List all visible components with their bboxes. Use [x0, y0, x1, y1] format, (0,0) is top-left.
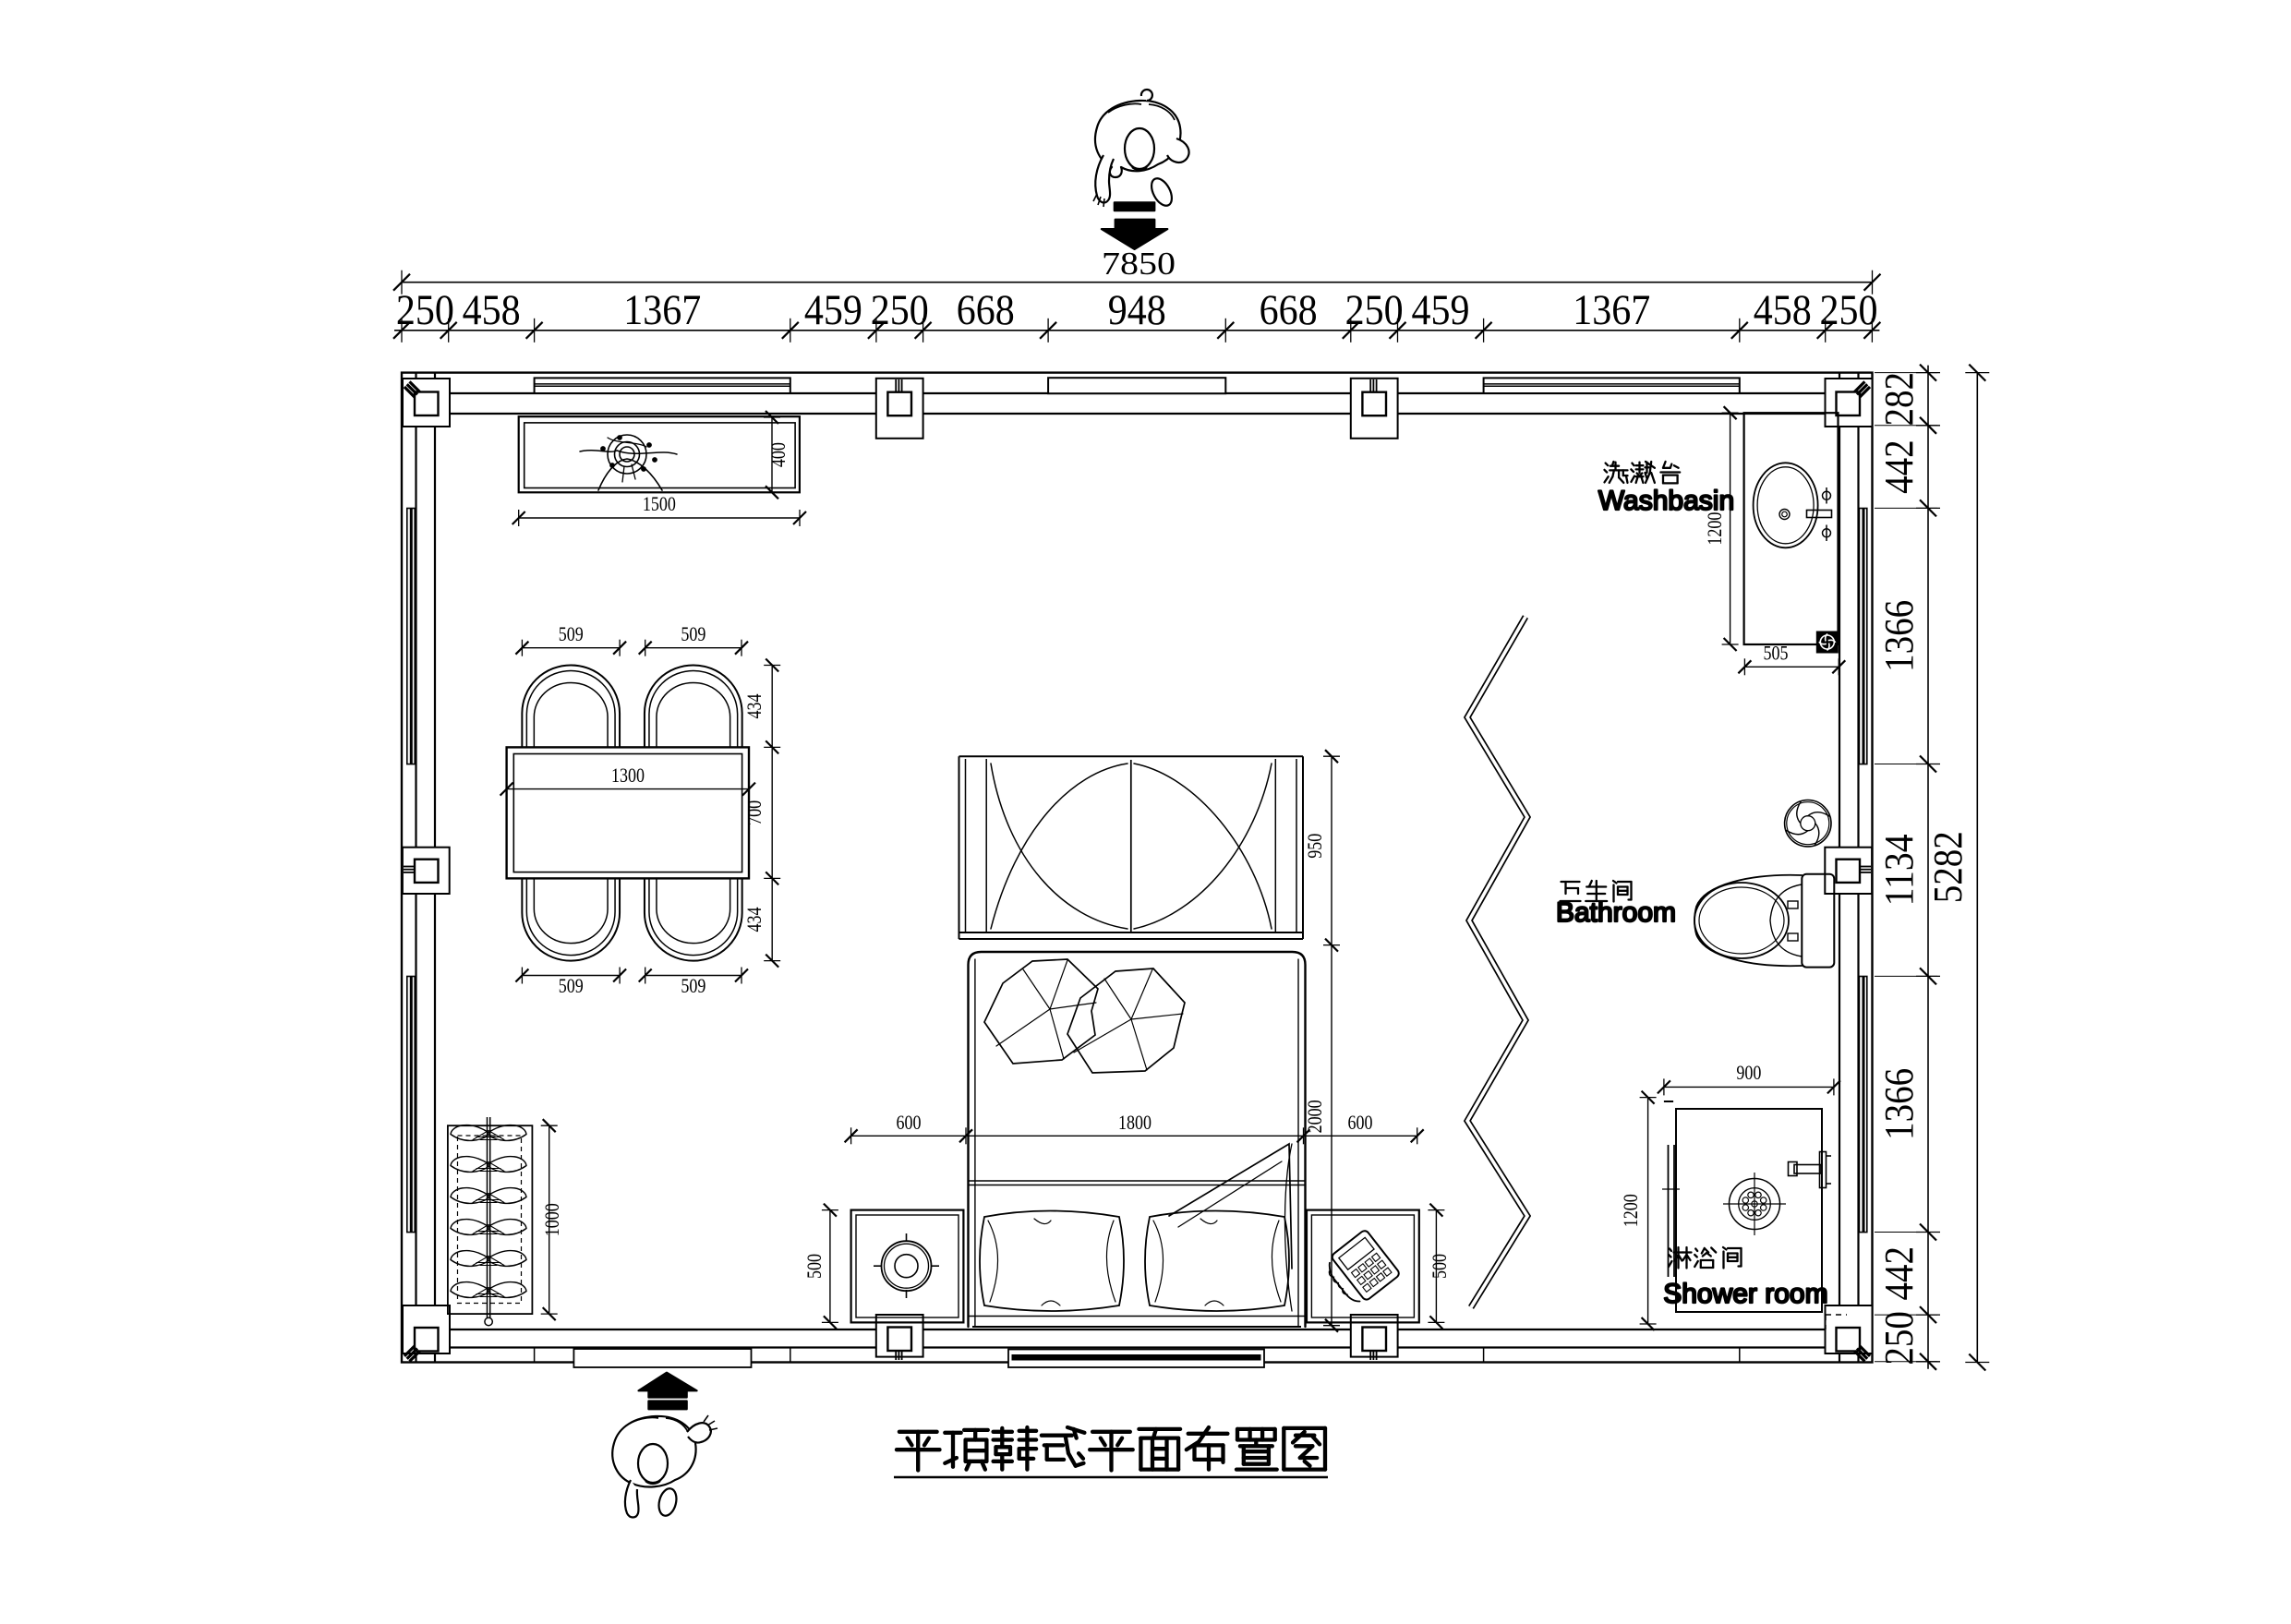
svg-text:509: 509: [681, 974, 705, 997]
svg-text:434: 434: [742, 694, 766, 719]
svg-text:509: 509: [559, 974, 584, 997]
svg-text:442: 442: [1876, 439, 1922, 493]
svg-text:1366: 1366: [1876, 600, 1922, 672]
svg-text:1367: 1367: [1573, 286, 1650, 334]
svg-text:948: 948: [1108, 286, 1166, 334]
svg-text:250: 250: [1820, 286, 1878, 334]
svg-text:459: 459: [804, 286, 862, 334]
svg-text:668: 668: [1260, 286, 1318, 334]
svg-text:7850: 7850: [1102, 246, 1176, 282]
svg-text:2000: 2000: [1303, 1100, 1326, 1133]
svg-text:1800: 1800: [1118, 1111, 1152, 1134]
svg-text:668: 668: [957, 286, 1015, 334]
svg-text:250: 250: [871, 286, 929, 334]
svg-text:Shower room: Shower room: [1663, 1279, 1827, 1309]
svg-text:459: 459: [1412, 286, 1470, 334]
svg-text:282: 282: [1876, 372, 1922, 427]
svg-text:1200: 1200: [1619, 1194, 1642, 1227]
svg-text:1300: 1300: [611, 764, 645, 787]
svg-text:250: 250: [396, 286, 454, 334]
svg-text:950: 950: [1303, 834, 1326, 859]
svg-text:1134: 1134: [1876, 834, 1922, 906]
svg-text:442: 442: [1876, 1246, 1922, 1301]
svg-text:250: 250: [1345, 286, 1404, 334]
svg-text:434: 434: [742, 908, 766, 932]
svg-text:458: 458: [463, 286, 521, 334]
svg-text:1200: 1200: [1703, 512, 1726, 546]
svg-text:509: 509: [681, 622, 705, 645]
svg-text:1367: 1367: [623, 286, 701, 334]
svg-text:500: 500: [1428, 1254, 1451, 1279]
svg-text:509: 509: [559, 622, 584, 645]
svg-text:5282: 5282: [1925, 831, 1971, 903]
svg-text:600: 600: [897, 1111, 922, 1134]
svg-text:500: 500: [802, 1254, 826, 1279]
svg-text:900: 900: [1736, 1061, 1761, 1084]
svg-text:458: 458: [1754, 286, 1812, 334]
svg-text:250: 250: [1876, 1311, 1922, 1365]
svg-text:Washbasin: Washbasin: [1598, 486, 1734, 516]
svg-text:600: 600: [1348, 1111, 1373, 1134]
svg-text:400: 400: [766, 442, 790, 467]
svg-text:1000: 1000: [540, 1203, 563, 1236]
svg-text:1366: 1366: [1876, 1068, 1922, 1140]
svg-text:1500: 1500: [643, 492, 676, 515]
svg-text:Bathroom: Bathroom: [1556, 897, 1676, 928]
